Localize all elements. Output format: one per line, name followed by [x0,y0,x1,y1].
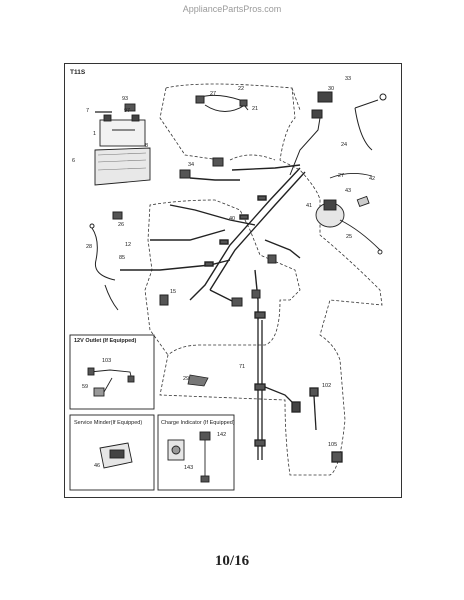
diagram-frame [64,63,402,498]
callout-22: 22 [238,86,245,92]
callout-29: 29 [183,376,190,382]
callout-34: 34 [188,162,195,168]
callout-27b: 27 [338,173,345,179]
callout-102: 102 [322,383,332,389]
callout-28: 28 [86,244,93,250]
callout-143: 143 [184,465,194,471]
callout-6: 6 [72,158,76,164]
battery-assembly [94,103,151,186]
callout-42: 42 [369,176,376,182]
callout-33: 33 [345,76,352,82]
callout-25: 25 [346,234,353,240]
upper-harness [195,91,387,176]
callout-97: 97 [124,108,131,114]
outlet-inset-drawing [87,367,135,397]
left-wires [89,157,277,311]
outlet-inset-title: 12V Outlet (If Equipped) [74,338,137,344]
callout-142: 142 [217,432,227,438]
callout-8: 8 [145,143,149,149]
callout-26: 26 [118,222,125,228]
model-label: T11S [70,69,86,76]
page-number: 10/16 [214,553,250,569]
service-minder-drawing [99,442,133,469]
callout-46: 46 [94,463,101,469]
watermark: AppliancePartsPros.com [182,4,282,14]
charge-inset-title: Charge Indicator (If Equipped) [161,420,235,426]
lower-harness [187,311,343,463]
callout-30: 30 [328,86,335,92]
callout-40: 40 [229,216,236,222]
callout-103: 103 [102,358,112,364]
callout-41: 41 [306,203,313,209]
main-harness [120,164,306,320]
starter-solenoid [315,173,383,255]
callout-59: 59 [82,384,89,390]
callout-43: 43 [345,188,352,194]
callout-105: 105 [328,442,338,448]
callout-7: 7 [86,108,90,114]
callout-15: 15 [170,289,177,295]
callout-85: 85 [119,255,126,261]
callout-1: 1 [93,131,97,137]
service-inset-title: Service Minder(If Equipped) [74,420,143,426]
charge-indicator-drawing [167,431,211,483]
callout-12: 12 [125,242,132,248]
mower-outline [144,83,383,476]
callout-71: 71 [239,364,246,370]
callout-27a: 27 [210,91,217,97]
callout-93: 93 [122,96,129,102]
callout-24: 24 [341,142,348,148]
callout-21: 21 [252,106,259,112]
